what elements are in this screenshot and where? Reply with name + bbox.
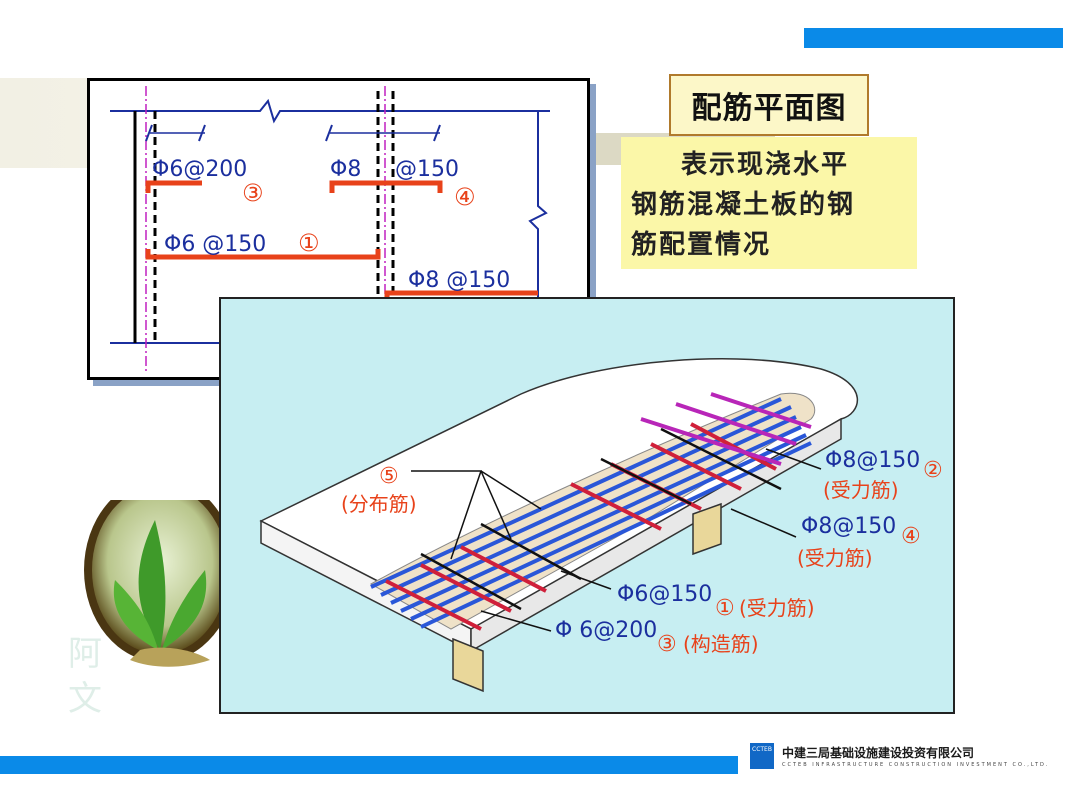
callout-sub-bar1: (受力筋) <box>739 596 815 620</box>
bottom-accent-bar <box>0 756 738 774</box>
support-beam-back <box>692 502 722 556</box>
plan-marker-1: ① <box>298 229 320 257</box>
description-box: 表示现浇水平 钢筋混凝土板的钢 筋配置情况 <box>621 137 917 269</box>
isometric-slab-diagram: ⑤ (分布筋) Φ8@150 ② (受力筋) Φ8@150 ④ (受力筋) Φ6… <box>219 297 955 714</box>
callout-text-distribution: (分布筋) <box>341 492 417 516</box>
callout-leaders <box>411 448 822 632</box>
page-title: 配筋平面图 <box>691 91 847 126</box>
company-name-en: CCTEB INFRASTRUCTURE CONSTRUCTION INVEST… <box>782 762 1050 768</box>
description-line-1: 表示现浇水平 <box>681 150 850 180</box>
callout-label-bar1: Φ6@150 <box>617 582 712 607</box>
callout-label-bar4: Φ8@150 <box>801 514 896 539</box>
plan-marker-4: ④ <box>454 183 476 211</box>
support-beam-front <box>452 637 484 693</box>
plan-bar-3 <box>145 180 202 193</box>
plan-label-bar4-a: Φ8 <box>330 157 361 182</box>
top-bars-purple <box>640 392 812 466</box>
callout-sub-bar3: (构造筋) <box>683 632 759 656</box>
callout-marker-4: ④ <box>901 524 921 549</box>
plan-label-bar4-b: @150 <box>395 157 459 182</box>
plan-label-bar2: Φ8 @150 <box>408 268 510 293</box>
callout-marker-5: ⑤ <box>379 464 399 489</box>
plan-label-bar1: Φ6 @150 <box>164 232 266 257</box>
plan-tick <box>325 124 333 142</box>
description-line-2: 钢筋混凝土板的钢 <box>631 190 856 220</box>
callout-sub-bar2: (受力筋) <box>823 478 899 502</box>
callout-label-bar3: Φ 6@200 <box>555 618 657 643</box>
plan-bar-4 <box>329 180 443 193</box>
plan-top-edge <box>110 98 550 124</box>
title-box: 配筋平面图 <box>669 74 869 136</box>
callout-marker-3: ③ <box>657 632 677 657</box>
plant-decoration-image: 阿 文 <box>68 500 230 719</box>
plan-label-bar3: Φ6@200 <box>152 157 247 182</box>
tie-bars-black <box>420 427 782 611</box>
plan-tick <box>198 124 206 142</box>
plan-tick <box>433 124 441 142</box>
plan-bar-1 <box>145 249 381 260</box>
watermark-char-1: 阿 <box>68 634 102 674</box>
company-logo-icon: CCTEB <box>750 743 774 769</box>
callout-sub-bar4: (受力筋) <box>797 546 873 570</box>
company-name-cn: 中建三局基础设施建设投资有限公司 <box>782 746 975 760</box>
callout-marker-2: ② <box>923 458 943 483</box>
plan-tick <box>145 124 153 142</box>
isometric-drawing: ⑤ (分布筋) Φ8@150 ② (受力筋) Φ8@150 ④ (受力筋) Φ6… <box>259 358 943 693</box>
plan-marker-3: ③ <box>242 179 264 207</box>
top-accent-bar <box>804 28 1063 48</box>
plan-right-edge <box>528 111 548 343</box>
main-bars-red <box>385 422 777 631</box>
watermark-char-2: 文 <box>68 679 102 719</box>
callout-marker-1: ① <box>715 596 735 621</box>
description-line-3: 筋配置情况 <box>631 230 772 260</box>
callout-label-bar2: Φ8@150 <box>825 448 920 473</box>
